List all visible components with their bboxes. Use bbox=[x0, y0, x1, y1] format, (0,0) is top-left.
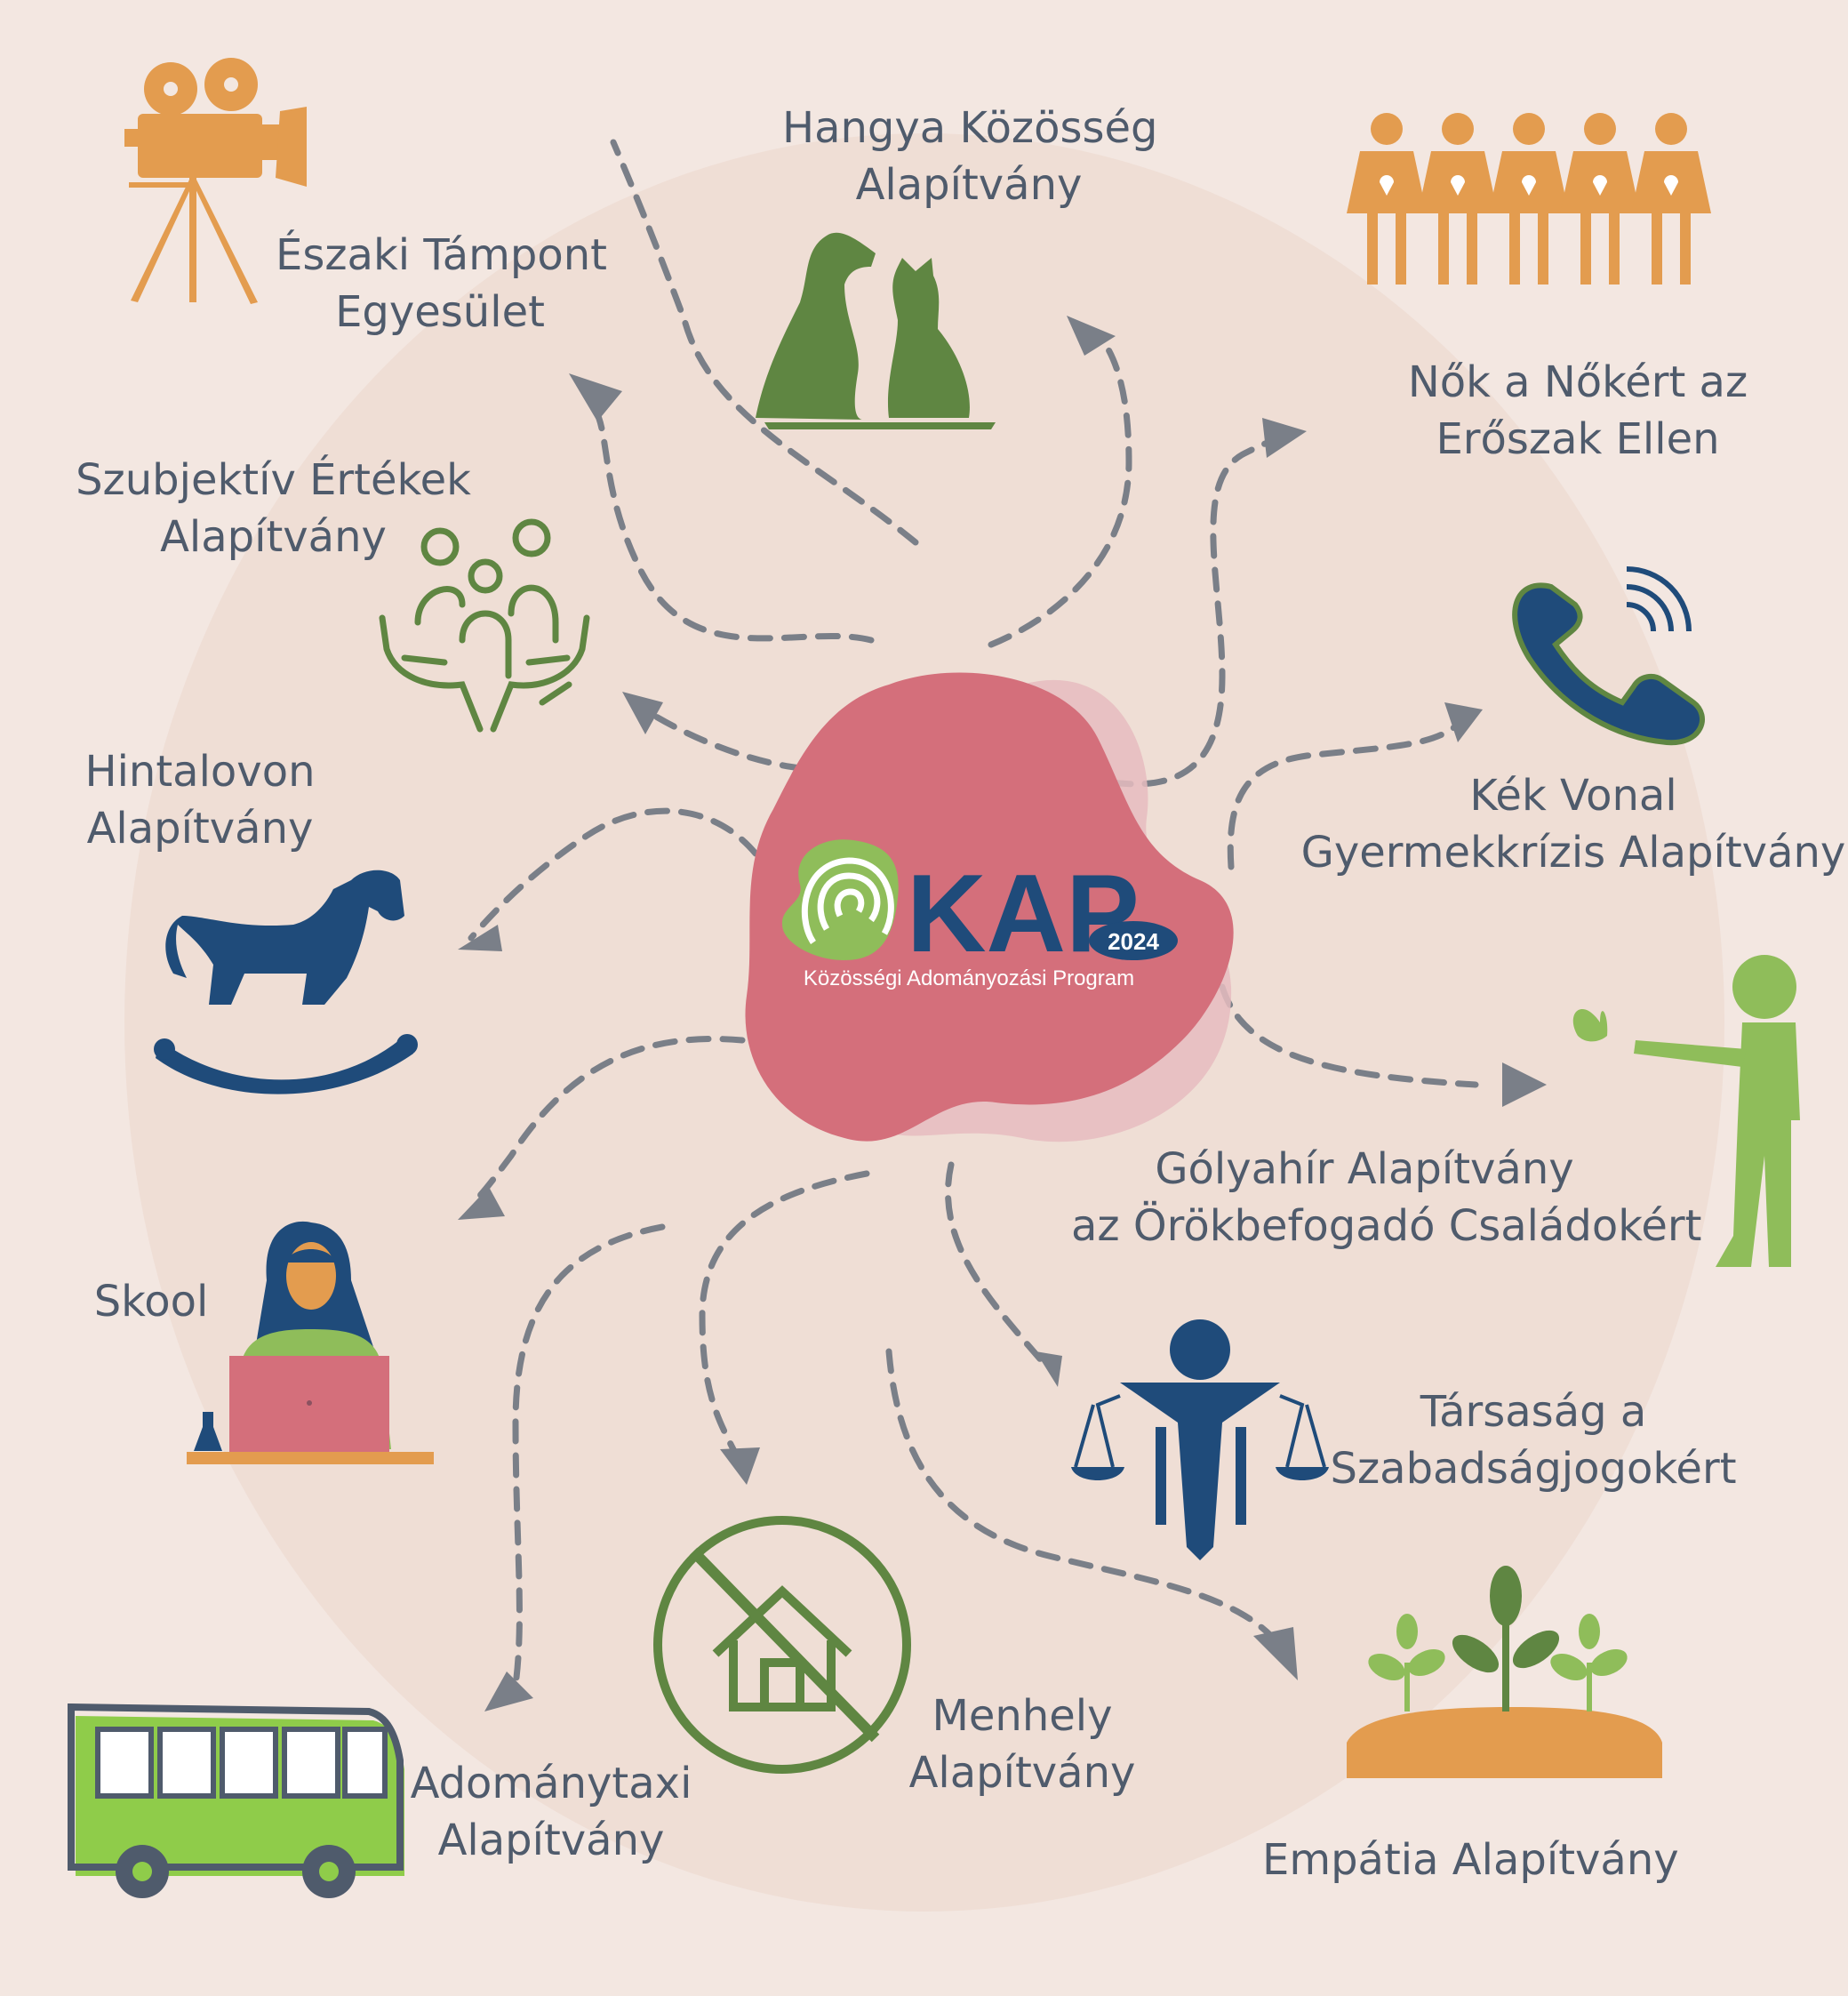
arrow-adomanytaxi bbox=[512, 1223, 666, 1688]
label-kekvonal: Kék Vonal Gyermekkrízis Alapítvány bbox=[1300, 771, 1846, 878]
label-empatia: Empátia Alapítvány bbox=[1262, 1835, 1679, 1885]
no-home-icon bbox=[653, 1516, 911, 1774]
arrowhead-menhely bbox=[720, 1447, 760, 1485]
arrowhead-adomanytaxi bbox=[484, 1671, 533, 1711]
label-hangya: Hangya Közösség Alapítvány bbox=[782, 103, 1158, 210]
arrow-skool bbox=[472, 1036, 746, 1204]
arrow-golyahir bbox=[1219, 983, 1479, 1088]
label-golyahir: Gólyahír Alapítvány az Örökbefogadó Csal… bbox=[1071, 1144, 1702, 1251]
arrow-hangya bbox=[988, 330, 1132, 648]
arrowhead-empatia bbox=[1253, 1627, 1298, 1680]
family-hands-icon bbox=[379, 518, 590, 733]
arrow-tasz bbox=[945, 1161, 1052, 1373]
blob-front bbox=[745, 672, 1234, 1142]
arrow-eszaki bbox=[610, 139, 919, 546]
bus-icon bbox=[68, 1703, 404, 1898]
arrowhead-szubjektiv bbox=[622, 692, 663, 734]
fingerprint-icon bbox=[801, 857, 894, 944]
logo-kap-text: KAP bbox=[907, 853, 1140, 975]
arrow-empatia bbox=[885, 1348, 1275, 1639]
arrow-eszaki-2 bbox=[583, 397, 875, 644]
arrowhead-hangya bbox=[1067, 316, 1116, 356]
label-szubjektiv: Szubjektív Értékek Alapítvány bbox=[76, 455, 471, 562]
phone-icon bbox=[1512, 566, 1705, 746]
arrow-menhely bbox=[699, 1170, 870, 1462]
logo-subtitle: Közösségi Adományozási Program bbox=[804, 966, 1134, 990]
label-tasz: Társaság a Szabadságjogokért bbox=[1330, 1387, 1737, 1494]
arrow-hintalovon bbox=[468, 807, 759, 942]
justice-scales-icon bbox=[1071, 1319, 1329, 1560]
center-logo: KAP 2024 Közösségi Adományozási Program bbox=[745, 672, 1234, 1142]
arrowhead-golyahir bbox=[1502, 1062, 1547, 1107]
label-adomanytaxi: Adománytaxi Alapítvány bbox=[410, 1759, 692, 1865]
dog-cat-icon bbox=[756, 232, 996, 429]
film-camera-icon bbox=[124, 58, 307, 304]
arrowhead-kekvonal bbox=[1444, 702, 1483, 742]
arrowhead-skool bbox=[458, 1187, 505, 1220]
girl-laptop-icon bbox=[187, 1221, 434, 1464]
logo-year: 2024 bbox=[1108, 928, 1159, 955]
label-hintalovon: Hintalovon Alapítvány bbox=[84, 747, 316, 854]
sprouts-icon bbox=[1347, 1566, 1662, 1778]
logo-year-pill bbox=[1089, 921, 1178, 960]
arrow-nok bbox=[1108, 435, 1288, 788]
women-hearts-icon bbox=[1347, 113, 1711, 285]
rocking-horse-icon bbox=[154, 870, 418, 1094]
arrow-kekvonal bbox=[1227, 721, 1461, 870]
label-skool: Skool bbox=[93, 1277, 209, 1327]
arrowhead-hintalovon bbox=[458, 925, 502, 951]
child-butterfly-icon bbox=[1572, 955, 1800, 1267]
arrowhead-tasz bbox=[1036, 1351, 1062, 1387]
arrowhead-eszaki bbox=[569, 373, 622, 421]
label-nok: Nők a Nőkért az Erőszak Ellen bbox=[1407, 357, 1748, 464]
arrowhead-nok bbox=[1262, 418, 1307, 458]
label-menhely: Menhely Alapítvány bbox=[908, 1691, 1136, 1798]
label-eszaki: Északi Támpont Egyesület bbox=[276, 230, 607, 337]
arrow-heads bbox=[458, 316, 1547, 1711]
